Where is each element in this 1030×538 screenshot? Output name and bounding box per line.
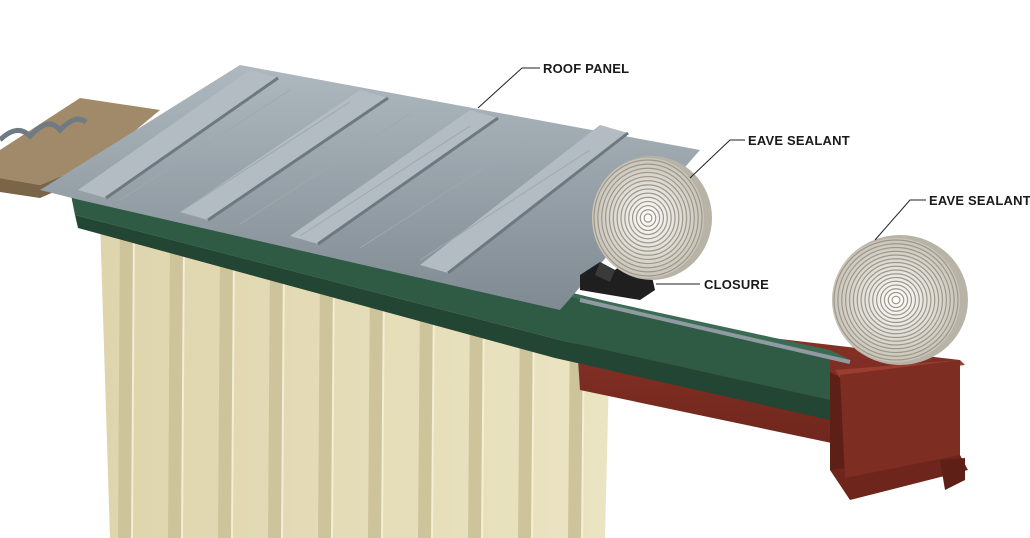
sealant-ring [608,175,688,261]
sealant-core [645,215,651,221]
callout-eave-sealant-1: EAVE SEALANT [689,133,850,179]
sealant-ring [833,239,959,361]
eave-sealant-roll-1 [592,156,712,280]
roof-rib [420,125,628,273]
wall-rib-highlight [281,259,285,538]
wall-panel [100,220,610,538]
sealant-ring [635,204,661,232]
roof-minor-rib [119,89,291,201]
sealant-roll-rings [833,239,959,361]
wall-rib [118,224,134,538]
wall-rib-highlight [331,270,335,538]
callout-closure: CLOSURE [656,277,769,292]
callout-label-closure: CLOSURE [704,277,769,292]
wall-rib-highlight [181,237,185,538]
sealant-ring [883,288,909,312]
wall-rib [368,278,384,538]
roof-rib [290,110,498,244]
wall-rib-highlight [381,280,385,538]
eave-sealant-roll-2 [832,235,968,365]
sealant-ring [876,280,916,320]
sealant-ring [848,254,944,346]
sealant-ring [872,276,920,324]
sealant-ring [601,167,695,269]
wall-panel-ribs [118,224,585,538]
sealant-ring [620,188,676,248]
wall-rib-highlight [481,302,485,538]
leader-line [689,139,745,179]
wall-rib-highlight [231,248,235,538]
roof-minor-rib [419,149,591,261]
wall-rib [268,256,284,538]
sealant-ring [593,159,703,277]
sealant-ring [864,269,928,331]
roof-minor-rib [239,113,411,225]
roof-rib-shadow [207,96,389,222]
roof-rib-shadow [105,76,279,200]
sealant-ring [616,184,680,252]
sealant-ring [852,258,940,342]
sealant-ring [879,284,913,316]
wall-rib-highlight [131,226,135,538]
roof-minor-rib [179,101,351,213]
sealant-ring [891,295,901,305]
callout-label-eave-sealant-2: EAVE SEALANT [929,193,1030,208]
sealant-ring [604,171,692,265]
leader-line [477,67,540,109]
sealant-ring [841,246,951,354]
sealant-ring [597,163,699,273]
sealant-ring [631,200,665,236]
callout-eave-sealant-2: EAVE SEALANT [874,193,1030,241]
callout-roof-panel: ROOF PANEL [477,61,629,109]
callout-label-eave-sealant-1: EAVE SEALANT [748,133,850,148]
wall-rib [168,234,184,538]
wall-rib [318,267,334,538]
sealant-ring [612,180,684,256]
sealant-roll-rings [593,159,703,277]
roof-minor-rib [299,125,471,237]
sealant-ring [628,196,668,240]
sealant-ring [868,273,924,327]
wall-rib [518,310,534,538]
leader-line [874,199,926,241]
roof-rib-shadow [447,131,629,275]
sealant-ring [856,261,936,339]
roof-panel [40,65,700,310]
callout-label-roof-panel: ROOF PANEL [543,61,629,76]
roof-rib-shadow [317,116,499,246]
roof-minor-rib [359,137,531,249]
sealant-ring [860,265,932,335]
roof-panel-ribs [78,70,629,275]
roof-rib [180,90,388,220]
sealant-ring [643,213,653,223]
sealant-ring [845,250,947,350]
sealant-ring [624,192,672,244]
roof-rib [78,70,278,198]
wall-rib [218,245,234,538]
insulation-blanket [0,98,160,198]
sealant-ring [887,291,905,309]
sealant-core [893,297,899,303]
eave-trim [70,190,851,420]
sealant-ring [837,243,955,357]
wall-rib-highlight [431,291,435,538]
wall-rib [418,288,434,538]
wall-rib [468,299,484,538]
sealant-ring [639,209,657,227]
